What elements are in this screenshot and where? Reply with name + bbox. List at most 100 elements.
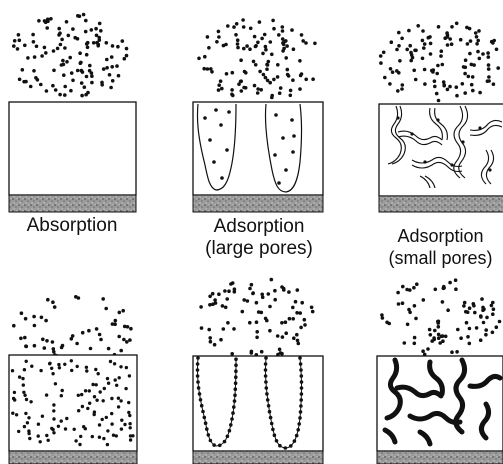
molecule-dot	[58, 31, 62, 35]
molecule-dot	[494, 325, 499, 330]
molecule-dot	[477, 29, 481, 33]
molecule-dot	[311, 77, 315, 81]
molecule-dot	[106, 346, 111, 351]
molecule-dot	[52, 350, 56, 354]
molecule-dot	[38, 440, 42, 444]
molecule-dot	[390, 70, 395, 74]
molecule-dot	[196, 386, 201, 390]
molecule-dot	[230, 88, 234, 92]
molecule-dot	[88, 346, 93, 351]
molecule-dot	[270, 93, 275, 98]
molecule-dot	[433, 287, 438, 292]
molecule-dot	[470, 75, 475, 79]
molecule-dot	[216, 29, 221, 34]
molecule-dot	[31, 40, 36, 44]
molecule-dot	[436, 332, 441, 337]
molecule-dot	[428, 52, 433, 56]
molecule-dot	[80, 70, 85, 74]
molecule-dot	[256, 310, 261, 314]
molecule-dot	[117, 334, 121, 339]
molecule-dot	[51, 372, 55, 376]
molecule-dot	[36, 434, 40, 438]
molecule-dot	[408, 43, 413, 48]
molecule-dot	[224, 42, 228, 47]
molecule-dot	[128, 422, 132, 426]
molecule-dot	[414, 316, 418, 321]
molecule-dot	[57, 366, 62, 370]
molecule-dot	[436, 98, 441, 103]
molecule-dot	[122, 56, 127, 61]
molecule-dot	[259, 349, 264, 354]
molecule-dot	[396, 290, 400, 295]
molecule-dot	[195, 374, 200, 378]
molecule-dot	[284, 331, 289, 336]
molecule-dot	[116, 73, 121, 78]
molecule-dot	[291, 78, 295, 82]
molecule-dot	[218, 443, 222, 448]
molecule-dot	[26, 56, 30, 60]
molecule-dot	[273, 153, 277, 157]
molecule-dot	[407, 28, 411, 33]
molecule-dot	[125, 325, 130, 329]
molecule-dot	[290, 118, 294, 122]
molecule-dot	[304, 77, 309, 82]
molecule-dot	[119, 348, 123, 353]
molecule-dot	[412, 285, 416, 290]
molecule-dot	[269, 421, 274, 426]
molecule-dot	[63, 427, 68, 431]
molecule-dot	[104, 415, 109, 420]
molecule-dot	[94, 33, 99, 38]
molecule-dot	[45, 17, 50, 22]
molecule-dot	[380, 313, 384, 317]
molecule-dot	[199, 326, 204, 330]
molecule-dot	[223, 305, 228, 310]
molecule-dot	[265, 67, 269, 71]
molecule-dot	[274, 439, 279, 443]
molecule-dot	[280, 25, 285, 29]
molecule-dot	[277, 91, 282, 95]
molecule-dot	[213, 301, 218, 305]
molecule-dot	[85, 369, 89, 373]
molecule-dot	[21, 376, 25, 381]
molecule-dot	[17, 77, 22, 82]
molecule-dot	[128, 338, 132, 342]
molecule-dot	[52, 305, 57, 309]
molecule-dot	[272, 26, 276, 31]
molecule-dot	[120, 39, 125, 43]
molecule-dot	[48, 362, 52, 366]
molecule-dot	[436, 336, 441, 341]
molecule-dot	[225, 434, 230, 439]
molecule-dot	[39, 368, 43, 373]
molecule-dot	[292, 336, 296, 341]
molecule-dot	[299, 398, 304, 402]
molecule-dot	[212, 342, 217, 347]
molecule-dot	[420, 38, 425, 43]
molecule-dot	[313, 41, 317, 46]
molecule-dot	[431, 70, 435, 74]
molecule-dot	[298, 87, 302, 91]
adsorbed-monolayer	[195, 356, 304, 450]
molecule-dot	[432, 79, 437, 83]
molecule-dot	[299, 392, 304, 396]
molecule-dot	[227, 289, 231, 294]
molecule-dot	[197, 56, 201, 61]
molecule-dot	[467, 326, 472, 331]
molecule-dot	[45, 433, 49, 438]
molecule-dot	[412, 68, 417, 73]
molecule-dot	[278, 443, 282, 448]
molecule-dot	[233, 387, 238, 392]
caption-adsorption-small-pores: Adsorption (small pores)	[388, 226, 493, 268]
molecule-dot	[388, 82, 392, 86]
molecule-dot	[76, 393, 81, 397]
molecule-dot	[44, 393, 49, 397]
molecule-dot	[39, 82, 43, 87]
molecule-dot	[450, 350, 454, 355]
molecule-dot	[125, 340, 129, 344]
molecule-dot	[94, 383, 98, 387]
molecule-dot	[221, 327, 226, 331]
molecule-dot	[428, 333, 433, 337]
molecule-dot	[94, 327, 99, 331]
molecule-dot	[98, 390, 102, 394]
molecule-dot	[202, 66, 206, 71]
molecule-dot	[90, 434, 95, 439]
